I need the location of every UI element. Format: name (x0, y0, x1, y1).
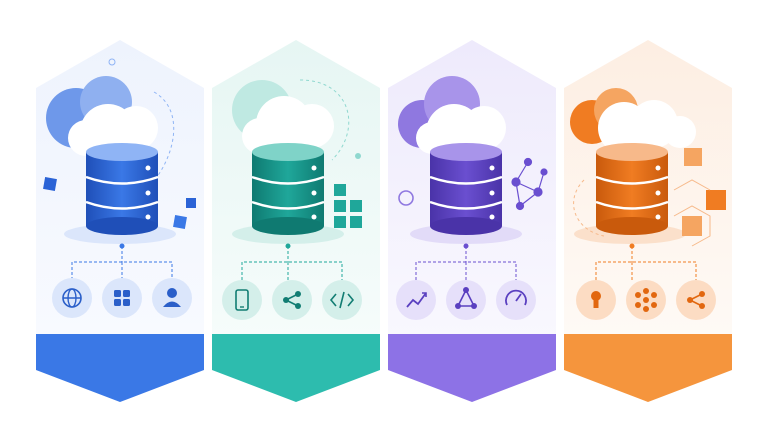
database-icon (85, 143, 159, 235)
database-icon (251, 143, 325, 235)
cloud-icon (46, 76, 158, 160)
database-icon (595, 143, 669, 235)
gauge-icon[interactable] (496, 280, 536, 320)
chevron-band (36, 334, 204, 402)
cubes-icon (673, 148, 726, 247)
chevron-band (388, 334, 556, 402)
share-icon[interactable] (272, 280, 312, 320)
panel-teal (212, 40, 380, 406)
cluster-icon[interactable] (626, 280, 666, 320)
panel-teal-art (212, 40, 380, 402)
panel-purple-art (388, 40, 556, 402)
chevron-band (564, 334, 732, 402)
panel-orange-art (564, 40, 732, 402)
grid-apps-icon[interactable] (102, 278, 142, 318)
chevron-band (212, 334, 380, 402)
molecule-network-icon (511, 157, 548, 211)
code-icon[interactable] (322, 280, 362, 320)
globe-icon[interactable] (52, 278, 92, 318)
panel-blue-art (36, 40, 204, 402)
panel-purple (388, 40, 556, 406)
panel-blue (36, 40, 204, 406)
mobile-phone-icon[interactable] (222, 280, 262, 320)
network-triangle-icon[interactable] (446, 280, 486, 320)
user-icon[interactable] (152, 278, 192, 318)
cloud-icon (232, 80, 334, 154)
share-icon[interactable] (676, 280, 716, 320)
database-icon (429, 143, 503, 235)
blocks-icon (334, 184, 362, 228)
cloud-icon (570, 88, 696, 154)
trend-chart-icon[interactable] (396, 280, 436, 320)
keyhole-icon[interactable] (576, 280, 616, 320)
panel-orange (564, 40, 732, 406)
